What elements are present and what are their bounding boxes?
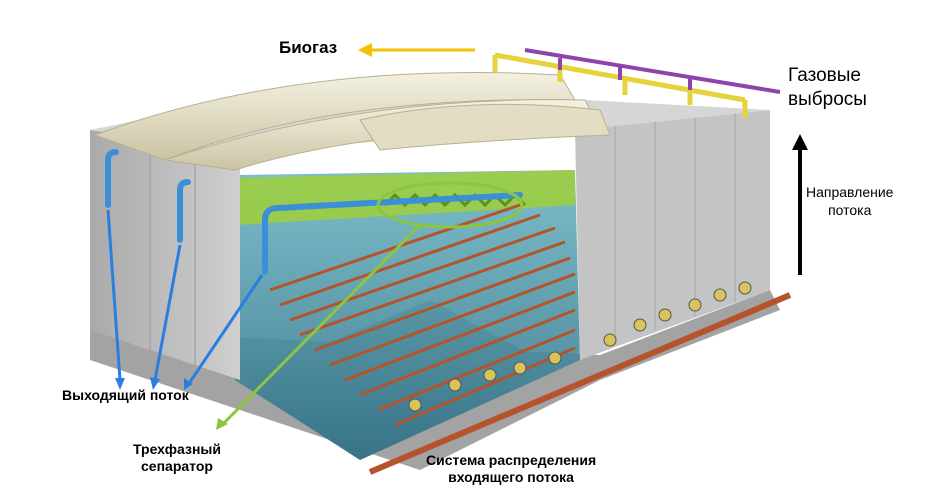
biogas-arrow (358, 43, 475, 57)
floor-distribution-pipes (269, 203, 576, 427)
emission-pipes (524, 48, 781, 94)
separator-line1: Трехфазный (133, 441, 221, 457)
outlet-pipes (105, 149, 523, 275)
separator-arrow (216, 223, 422, 430)
biogas-label: Биогаз (279, 38, 338, 57)
separator-line2: сепаратор (141, 458, 213, 474)
separator-band (235, 170, 575, 225)
outflow-label: Выходящий поток (62, 387, 189, 403)
right-wall-seams (614, 113, 736, 345)
inflow-manifold (368, 281, 792, 475)
water-volume (235, 170, 580, 460)
flow-direction-arrow (792, 134, 808, 275)
distribution-line1: Система распределения (426, 452, 597, 468)
left-wall (90, 130, 240, 380)
flow-direction-label: Направление потока (806, 183, 893, 219)
gas-emissions-line1: Газовые (788, 65, 861, 86)
roof-arches (93, 72, 611, 171)
separator-highlight (376, 181, 524, 229)
distribution-label: Система распределения входящего потока (426, 452, 596, 486)
flow-direction-line1: Направление (806, 184, 894, 200)
gas-emissions-line2: выбросы (788, 89, 867, 110)
left-wall-seams (149, 138, 196, 366)
gas-emissions-label: Газовые выбросы (788, 64, 867, 112)
outflow-arrows (106, 209, 264, 390)
flow-direction-line2: потока (828, 202, 872, 218)
distribution-line2: входящего потока (448, 469, 574, 485)
separator-label: Трехфазный сепаратор (133, 441, 221, 475)
